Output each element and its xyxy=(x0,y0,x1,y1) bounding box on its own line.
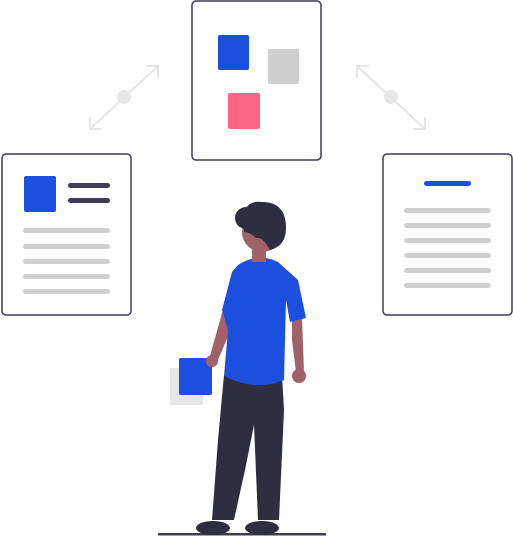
person-right-shoe xyxy=(245,521,279,535)
person-figure xyxy=(170,201,306,535)
left-card-line-5 xyxy=(23,289,110,294)
top-card-frame xyxy=(191,0,322,161)
person-left-shoe xyxy=(196,521,230,535)
top-card xyxy=(191,0,322,161)
ground-line xyxy=(158,533,326,536)
person-hair-bun xyxy=(235,207,257,229)
held-card-front xyxy=(179,358,212,395)
double-arrow-diagonal-icon xyxy=(89,65,159,130)
left-card-line-3 xyxy=(23,259,110,264)
person-shirt xyxy=(222,257,306,386)
left-card xyxy=(1,153,132,316)
left-card-dark-bar-2 xyxy=(68,198,110,203)
person-pants xyxy=(212,375,284,520)
right-card-line-6 xyxy=(404,283,491,288)
right-card xyxy=(382,153,513,316)
right-card-line-2 xyxy=(404,223,491,228)
right-card-line-4 xyxy=(404,253,491,258)
left-card-line-4 xyxy=(23,274,110,279)
left-card-line-2 xyxy=(23,244,110,249)
right-card-frame xyxy=(382,153,513,316)
right-card-line-5 xyxy=(404,268,491,273)
right-card-blue-heading-bar xyxy=(424,181,471,186)
person-right-arm xyxy=(292,310,304,372)
left-card-blue-square xyxy=(24,176,56,212)
top-card-gray-square xyxy=(268,49,299,84)
left-card-line-1 xyxy=(23,228,110,233)
person-right-hand xyxy=(292,369,306,383)
double-arrow-diagonal-icon xyxy=(356,65,426,130)
person-left-hand xyxy=(206,355,218,367)
top-card-blue-square xyxy=(218,35,249,70)
right-card-line-1 xyxy=(404,208,491,213)
left-card-dark-bar-1 xyxy=(68,183,110,188)
right-card-line-3 xyxy=(404,238,491,243)
top-card-pink-square xyxy=(228,93,260,129)
